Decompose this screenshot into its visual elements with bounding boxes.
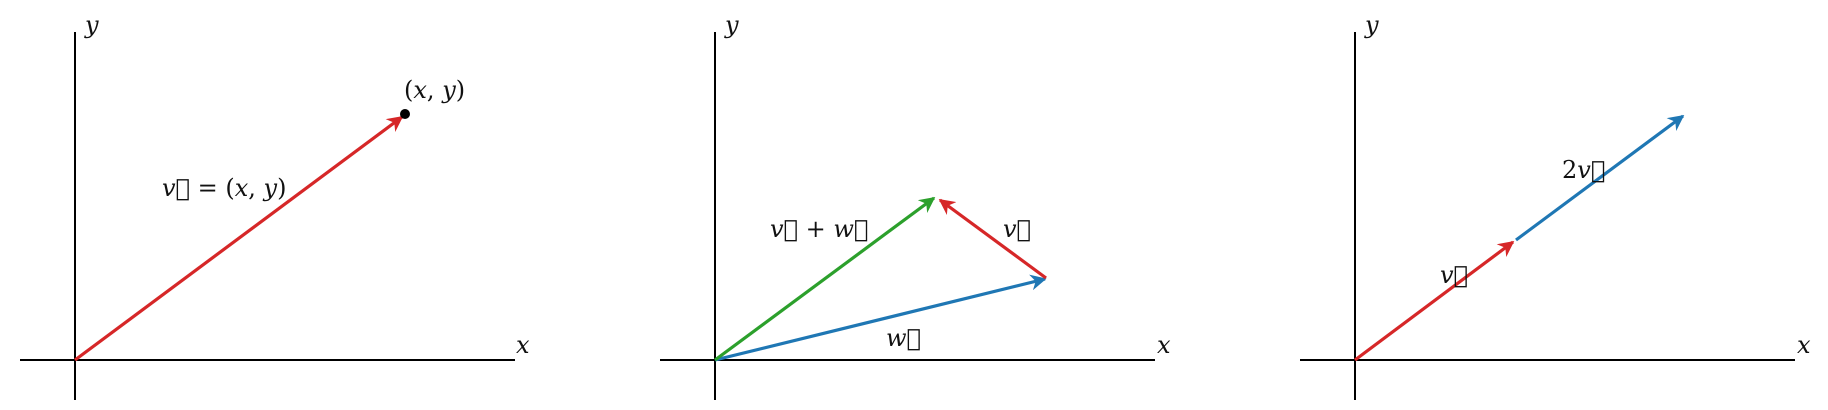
- panel-scalar-multiplication: x y v⃗ 2v⃗: [1300, 11, 1811, 400]
- panel-position-vector: x y (x, y) v⃗ = (x, y): [20, 11, 530, 400]
- x-axis-label: x: [1157, 331, 1171, 359]
- scaled-v-label: 2v⃗: [1562, 156, 1605, 184]
- x-axis-label: x: [1797, 331, 1811, 359]
- point-label: (x, y): [404, 76, 465, 104]
- sum-label: v⃗ + w⃗: [770, 215, 868, 243]
- vector-2v: [1515, 114, 1685, 242]
- x-axis-label: x: [516, 331, 530, 359]
- point-xy: [400, 109, 410, 119]
- vector-w: [714, 274, 1047, 362]
- vector-v-label: v⃗ = (x, y): [162, 174, 286, 202]
- w-label: w⃗: [886, 324, 921, 352]
- v-label: v⃗: [1440, 261, 1468, 289]
- y-axis-label: y: [724, 11, 739, 39]
- vector-v-plus-w: [714, 196, 936, 362]
- panel-vector-addition: x y v⃗ + w⃗ v⃗ w⃗: [660, 11, 1171, 400]
- y-axis-label: y: [84, 11, 99, 39]
- vector-v: [938, 198, 1047, 280]
- vector-v: [1354, 240, 1515, 362]
- vector-v: [74, 115, 404, 362]
- y-axis-label: y: [1364, 11, 1379, 39]
- v-label: v⃗: [1003, 215, 1031, 243]
